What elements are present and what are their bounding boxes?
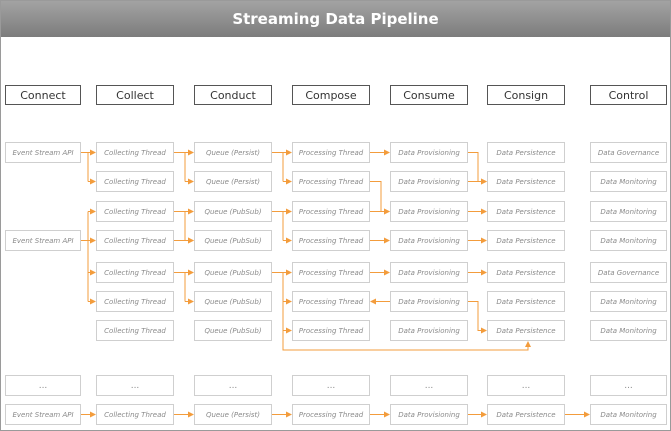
- column-header-collect: Collect: [96, 85, 174, 105]
- node-consign-row5: Data Persistence: [487, 291, 565, 312]
- node-control-row1: Data Monitoring: [590, 171, 667, 192]
- node-conduct-row7: ...: [194, 375, 272, 396]
- flow-arrow-33: [272, 272, 292, 334]
- node-consign-row8: Data Persistence: [487, 404, 565, 425]
- node-compose-row6: Processing Thread: [292, 320, 370, 341]
- node-collect-row7: ...: [96, 375, 174, 396]
- node-consume-row6: Data Provisioning: [390, 320, 468, 341]
- node-consign-row7: ...: [487, 375, 565, 396]
- node-collect-row4: Collecting Thread: [96, 262, 174, 283]
- node-collect-row1: Collecting Thread: [96, 171, 174, 192]
- node-compose-row1: Processing Thread: [292, 171, 370, 192]
- node-consign-row2: Data Persistence: [487, 201, 565, 222]
- node-connect-row8: Event Stream API: [5, 404, 81, 425]
- node-conduct-row1: Queue (Persist): [194, 171, 272, 192]
- node-compose-row7: ...: [292, 375, 370, 396]
- node-conduct-row0: Queue (Persist): [194, 142, 272, 163]
- node-conduct-row6: Queue (PubSub): [194, 320, 272, 341]
- node-collect-row6: Collecting Thread: [96, 320, 174, 341]
- node-collect-row2: Collecting Thread: [96, 201, 174, 222]
- node-compose-row0: Processing Thread: [292, 142, 370, 163]
- node-consign-row3: Data Persistence: [487, 230, 565, 251]
- node-compose-row4: Processing Thread: [292, 262, 370, 283]
- diagram-title: Streaming Data Pipeline: [1, 1, 670, 37]
- node-connect-row7: ...: [5, 375, 81, 396]
- column-header-consume: Consume: [390, 85, 468, 105]
- node-consume-row0: Data Provisioning: [390, 142, 468, 163]
- node-collect-row5: Collecting Thread: [96, 291, 174, 312]
- node-consume-row8: Data Provisioning: [390, 404, 468, 425]
- flow-arrow-45: [468, 152, 487, 185]
- node-control-row6: Data Monitoring: [590, 320, 667, 341]
- node-consume-row3: Data Provisioning: [390, 230, 468, 251]
- node-connect-row3: Event Stream API: [5, 230, 81, 251]
- node-consume-row7: ...: [390, 375, 468, 396]
- node-conduct-row4: Queue (PubSub): [194, 262, 272, 283]
- node-connect-row0: Event Stream API: [5, 142, 81, 163]
- node-consume-row5: Data Provisioning: [390, 291, 468, 312]
- column-header-connect: Connect: [5, 85, 81, 105]
- node-collect-row8: Collecting Thread: [96, 404, 174, 425]
- column-header-conduct: Conduct: [194, 85, 272, 105]
- node-consign-row1: Data Persistence: [487, 171, 565, 192]
- node-control-row8: Data Monitoring: [590, 404, 667, 425]
- node-control-row0: Data Governance: [590, 142, 667, 163]
- node-compose-row3: Processing Thread: [292, 230, 370, 251]
- node-consume-row1: Data Provisioning: [390, 171, 468, 192]
- node-consign-row4: Data Persistence: [487, 262, 565, 283]
- node-consume-row2: Data Provisioning: [390, 201, 468, 222]
- node-control-row7: ...: [590, 375, 667, 396]
- flow-arrow-39: [370, 181, 390, 215]
- node-compose-row5: Processing Thread: [292, 291, 370, 312]
- node-consign-row6: Data Persistence: [487, 320, 565, 341]
- node-consume-row4: Data Provisioning: [390, 262, 468, 283]
- node-conduct-row3: Queue (PubSub): [194, 230, 272, 251]
- node-collect-row3: Collecting Thread: [96, 230, 174, 251]
- node-collect-row0: Collecting Thread: [96, 142, 174, 163]
- node-control-row3: Data Monitoring: [590, 230, 667, 251]
- node-conduct-row5: Queue (PubSub): [194, 291, 272, 312]
- node-compose-row2: Processing Thread: [292, 201, 370, 222]
- node-conduct-row8: Queue (Persist): [194, 404, 272, 425]
- column-header-control: Control: [590, 85, 667, 105]
- node-control-row4: Data Governance: [590, 262, 667, 283]
- flow-arrow-50: [468, 301, 487, 334]
- node-compose-row8: Processing Thread: [292, 404, 370, 425]
- column-header-compose: Compose: [292, 85, 370, 105]
- column-header-consign: Consign: [487, 85, 565, 105]
- node-conduct-row2: Queue (PubSub): [194, 201, 272, 222]
- node-control-row5: Data Monitoring: [590, 291, 667, 312]
- node-consign-row0: Data Persistence: [487, 142, 565, 163]
- node-control-row2: Data Monitoring: [590, 201, 667, 222]
